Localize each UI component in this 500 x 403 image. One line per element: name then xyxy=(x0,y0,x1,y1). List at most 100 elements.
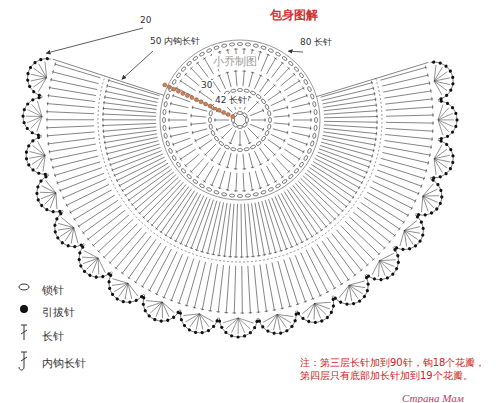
chain-stitch xyxy=(232,122,238,128)
chain-stitch xyxy=(282,56,288,61)
stitch-bar xyxy=(217,255,221,257)
picot-dot xyxy=(445,143,449,147)
double-crochet-stitch xyxy=(49,144,96,152)
double-crochet-stitch xyxy=(349,217,385,249)
shell-stitch xyxy=(315,303,321,318)
stitch-bar xyxy=(259,51,262,52)
stitch-bar xyxy=(103,112,104,116)
stitch-bar xyxy=(320,229,323,231)
stitch-bar xyxy=(195,139,197,142)
stitch-bar xyxy=(288,305,291,307)
stitch-bar xyxy=(48,94,49,98)
stitch-bar xyxy=(242,49,246,50)
shell-stitch xyxy=(349,279,365,295)
double-crochet-stitch xyxy=(332,234,362,271)
double-crochet-stitch xyxy=(320,145,371,161)
leader-arrow xyxy=(46,28,143,53)
double-crochet-stitch xyxy=(48,96,96,102)
stitch-bar xyxy=(298,158,300,161)
picot-dot xyxy=(293,319,297,323)
picot-dot xyxy=(26,78,30,82)
stitch-bar xyxy=(74,218,76,221)
double-crochet-stitch xyxy=(385,99,433,104)
shell-stitch xyxy=(31,104,42,116)
double-crochet-stitch xyxy=(323,135,376,145)
chain-stitch xyxy=(221,44,227,48)
picot-dot xyxy=(439,188,443,192)
stitch-bar xyxy=(216,128,217,131)
stitch-bar xyxy=(241,312,245,313)
double-crochet-stitch xyxy=(211,169,219,186)
stitch-bar xyxy=(103,129,104,133)
shell-stitch xyxy=(87,258,99,269)
stitch-bar xyxy=(97,250,99,253)
shell-stitch xyxy=(158,302,173,317)
stitch-bar xyxy=(49,86,51,90)
shell-stitch xyxy=(84,247,98,261)
double-crochet-stitch xyxy=(274,116,290,117)
stitch-bar xyxy=(373,149,375,153)
stitch-bar xyxy=(47,110,48,114)
legend-holder: 内钩长针 xyxy=(42,352,86,371)
chain-stitch xyxy=(165,141,169,147)
double-crochet-stitch xyxy=(190,123,206,124)
stitch-bar xyxy=(119,184,121,187)
picot-dot xyxy=(455,118,458,121)
stitch-bar xyxy=(308,135,310,139)
chain-stitch xyxy=(209,110,213,116)
picot-dot xyxy=(29,66,33,70)
double-crochet-stitch xyxy=(172,138,190,144)
stitch-bar xyxy=(141,286,144,288)
double-crochet-stitch xyxy=(261,169,269,186)
stitch-bar xyxy=(394,234,396,237)
double-crochet-stitch xyxy=(224,203,230,257)
double-crochet-stitch xyxy=(341,226,374,261)
picot-dot xyxy=(379,277,384,282)
shell-stitch xyxy=(379,256,394,271)
stitch-bar xyxy=(287,170,290,172)
picot-dot xyxy=(440,100,443,103)
stitch-bar xyxy=(256,101,259,104)
chain-stitch xyxy=(181,168,187,174)
shell-outline xyxy=(219,318,257,337)
stitch-bar xyxy=(364,176,366,179)
picot-dot xyxy=(28,85,32,89)
stitch-bar xyxy=(360,269,363,271)
stitch-bar xyxy=(284,139,286,142)
double-crochet-stitch xyxy=(202,201,217,253)
stitch-bar xyxy=(146,220,149,222)
picot-dot xyxy=(366,282,370,286)
stitch-bar xyxy=(105,146,107,150)
shell-stitch xyxy=(434,147,447,161)
picot-dot xyxy=(115,297,119,301)
picot-dot xyxy=(449,88,453,92)
stitch-bar xyxy=(170,102,172,106)
double-crochet-stitch xyxy=(234,266,235,314)
double-crochet-stitch xyxy=(54,64,100,78)
stitch-bar xyxy=(411,207,413,210)
callout-number: 50 内钩长针 xyxy=(150,35,200,48)
picot-dot xyxy=(37,171,41,175)
chain-stitch xyxy=(237,195,242,198)
shell-stitch xyxy=(120,283,134,299)
stitch-bar xyxy=(223,255,227,256)
picot-dot xyxy=(401,247,405,251)
stitch-bar xyxy=(326,291,329,293)
shell-stitch xyxy=(42,193,58,205)
stitch-bar xyxy=(256,136,259,139)
picot-dot xyxy=(396,253,401,258)
double-crochet-stitch xyxy=(284,80,300,90)
double-crochet-stitch xyxy=(227,172,230,191)
start-marker xyxy=(217,108,221,112)
double-crochet-stitch xyxy=(205,144,216,155)
picot-dot xyxy=(301,316,305,320)
shell-outline xyxy=(297,296,339,328)
stitch-bar xyxy=(287,67,290,69)
double-crochet-stitch xyxy=(258,202,270,255)
stitch-bar xyxy=(169,237,172,239)
stitch-bar xyxy=(418,192,419,195)
double-crochet-stitch xyxy=(110,147,161,165)
chain-stitch xyxy=(192,56,198,61)
stitch-bar xyxy=(285,248,288,249)
chain-stitch xyxy=(163,117,166,122)
